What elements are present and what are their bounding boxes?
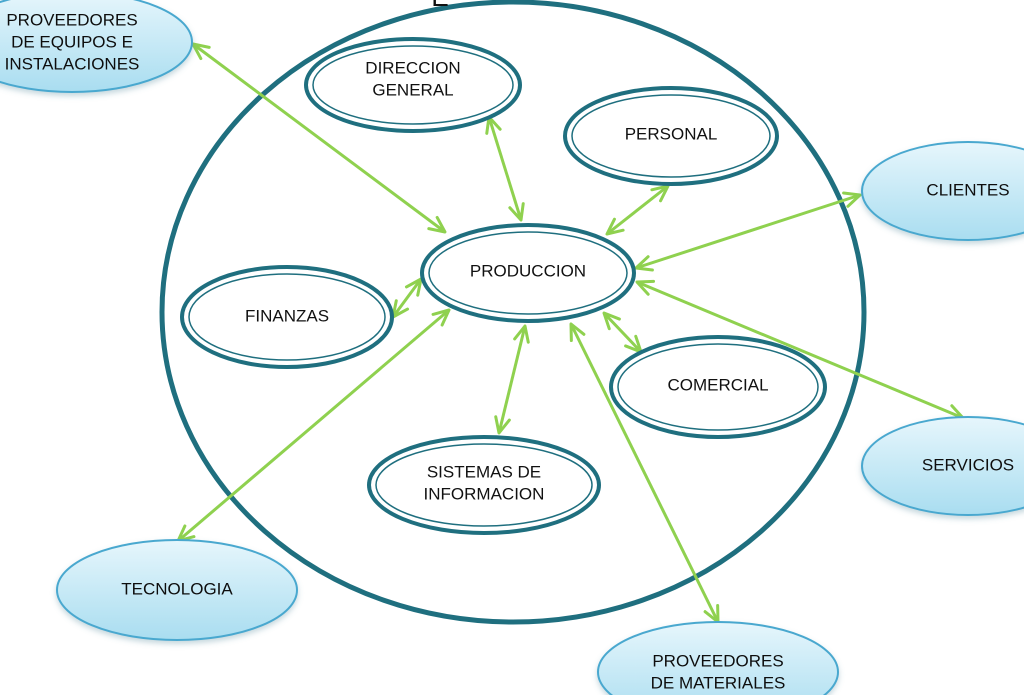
arrow-produccion-servicios xyxy=(636,280,964,420)
node-direccion-label-2: GENERAL xyxy=(372,81,453,100)
arrow-produccion-sistemas xyxy=(497,325,527,434)
arrow-produccion-clientes xyxy=(635,193,861,270)
node-personal: PERSONAL xyxy=(563,86,779,186)
arrowhead-produccion-from-proveedores_equipos xyxy=(427,215,447,234)
node-proveedores-materiales-label-2: DE MATERIALES xyxy=(651,674,786,693)
arrowhead-produccion-from-comercial xyxy=(602,311,621,331)
node-comercial-label: COMERCIAL xyxy=(667,376,768,395)
node-sistemas-label-1: SISTEMAS DE xyxy=(427,463,541,482)
node-proveedores-materiales-label-1: PROVEEDORES xyxy=(652,652,783,671)
node-proveedores-equipos-label-2: DE EQUIPOS E xyxy=(11,33,133,52)
arrowhead-sistemas xyxy=(494,415,511,435)
node-proveedores-equipos-label-3: INSTALACIONES xyxy=(5,55,140,74)
node-servicios-label: SERVICIOS xyxy=(922,456,1014,475)
arrowhead-produccion-from-servicios xyxy=(635,279,656,296)
node-direccion-general: DIRECCION GENERAL xyxy=(304,37,522,133)
enterprise-title-fragment: Ε xyxy=(431,0,448,12)
arrowhead-produccion-from-personal xyxy=(605,217,625,236)
arrow-produccion-tecnologia xyxy=(177,308,450,543)
node-produccion: PRODUCCION xyxy=(420,223,636,323)
arrow-produccion-finanzas xyxy=(391,278,423,318)
arrowhead-produccion-from-tecnologia xyxy=(431,308,451,327)
node-direccion-label-1: DIRECCION xyxy=(365,59,460,78)
arrowhead-produccion-from-direccion xyxy=(508,202,525,222)
node-finanzas-label: FINANZAS xyxy=(245,307,329,326)
node-proveedores-materiales: PROVEEDORES DE MATERIALES xyxy=(597,621,839,695)
arrowhead-produccion-from-proveedores_materiales xyxy=(569,322,586,343)
arrow-produccion-proveedores_equipos xyxy=(192,42,446,234)
enterprise-boundary-circle xyxy=(159,0,867,625)
arrowhead-produccion-from-clientes xyxy=(634,255,654,272)
node-sistemas-de-informacion: SISTEMAS DE INFORMACION xyxy=(367,435,601,535)
node-tecnologia: TECNOLOGIA xyxy=(56,539,298,641)
arrow-produccion-proveedores_materiales xyxy=(569,323,720,623)
arrowhead-proveedores_equipos xyxy=(191,42,211,61)
node-proveedores-equipos: PROVEEDORES DE EQUIPOS E INSTALACIONES xyxy=(0,0,193,93)
node-proveedores-equipos-label-1: PROVEEDORES xyxy=(6,11,137,30)
node-clientes: CLIENTES xyxy=(861,141,1024,241)
arrow-produccion-comercial xyxy=(602,311,643,354)
node-tecnologia-label: TECNOLOGIA xyxy=(121,580,233,599)
node-servicios: SERVICIOS xyxy=(861,416,1024,516)
arrow-produccion-direccion xyxy=(487,116,523,221)
node-clientes-label: CLIENTES xyxy=(926,181,1009,200)
arrow-produccion-personal xyxy=(606,184,669,236)
arrowhead-clientes xyxy=(842,191,862,208)
arrowhead-produccion-from-sistemas xyxy=(513,324,530,344)
node-comercial: COMERCIAL xyxy=(609,335,827,439)
node-sistemas-label-2: INFORMACION xyxy=(424,485,545,504)
node-finanzas: FINANZAS xyxy=(180,265,394,369)
arrow-layer xyxy=(176,42,965,624)
arrowhead-personal xyxy=(650,184,670,203)
node-personal-label: PERSONAL xyxy=(625,125,718,144)
node-produccion-label: PRODUCCION xyxy=(470,262,586,281)
